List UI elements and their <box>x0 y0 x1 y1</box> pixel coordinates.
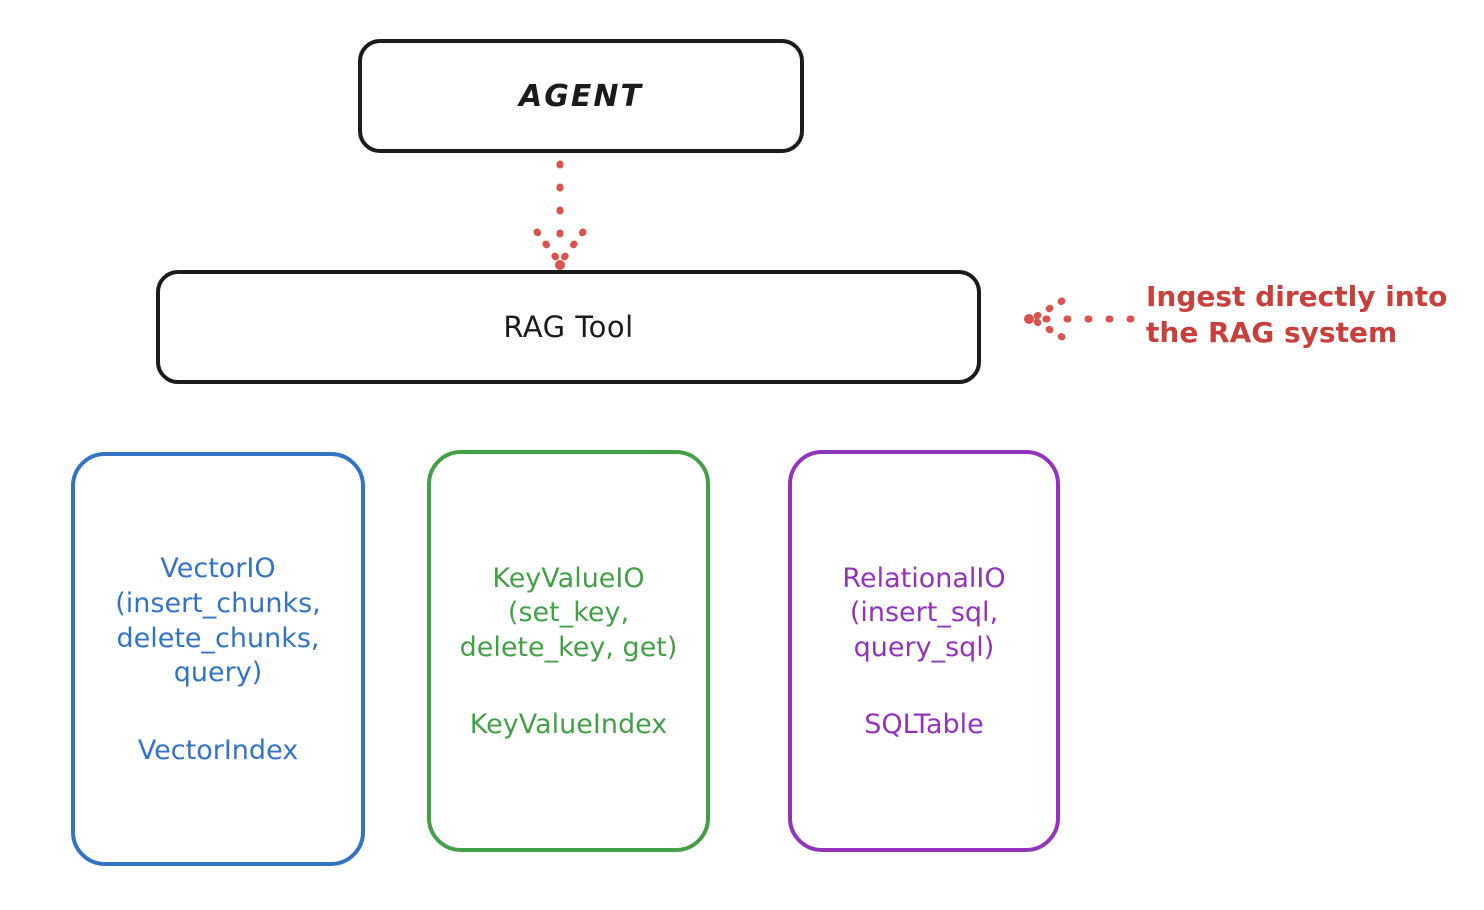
node-vector-io-api: VectorIO (insert_chunks, delete_chunks, … <box>115 553 321 689</box>
arrowhead-tip <box>555 260 565 270</box>
node-rag-tool-label: RAG Tool <box>503 310 634 344</box>
connector-agent-to-rag-tool <box>533 160 587 270</box>
arrowhead-tip <box>1024 314 1034 324</box>
arrowhead-left-barb <box>533 228 564 267</box>
arrowhead-top-barb <box>1028 297 1066 323</box>
node-agent-label: AGENT <box>519 78 643 114</box>
node-relational-io[interactable]: RelationalIO (insert_sql, query_sql) SQL… <box>788 450 1060 852</box>
node-vector-io[interactable]: VectorIO (insert_chunks, delete_chunks, … <box>71 452 365 866</box>
node-agent[interactable]: AGENT <box>358 39 804 153</box>
node-key-value-io-api: KeyValueIO (set_key, delete_key, get) <box>459 562 678 663</box>
node-key-value-io[interactable]: KeyValueIO (set_key, delete_key, get) Ke… <box>427 450 710 852</box>
node-key-value-io-impl: KeyValueIndex <box>469 709 668 741</box>
node-relational-io-impl: SQLTable <box>864 709 984 741</box>
annotation-ingest: Ingest directly into the RAG system <box>1146 280 1448 349</box>
arrowhead-bottom-barb <box>1028 315 1066 341</box>
node-rag-tool[interactable]: RAG Tool <box>156 270 981 384</box>
node-vector-io-impl: VectorIndex <box>137 734 299 766</box>
node-relational-io-api: RelationalIO (insert_sql, query_sql) <box>842 562 1006 663</box>
arrowhead-right-barb <box>556 228 587 267</box>
connector-ingest-to-rag-tool <box>1024 297 1135 341</box>
